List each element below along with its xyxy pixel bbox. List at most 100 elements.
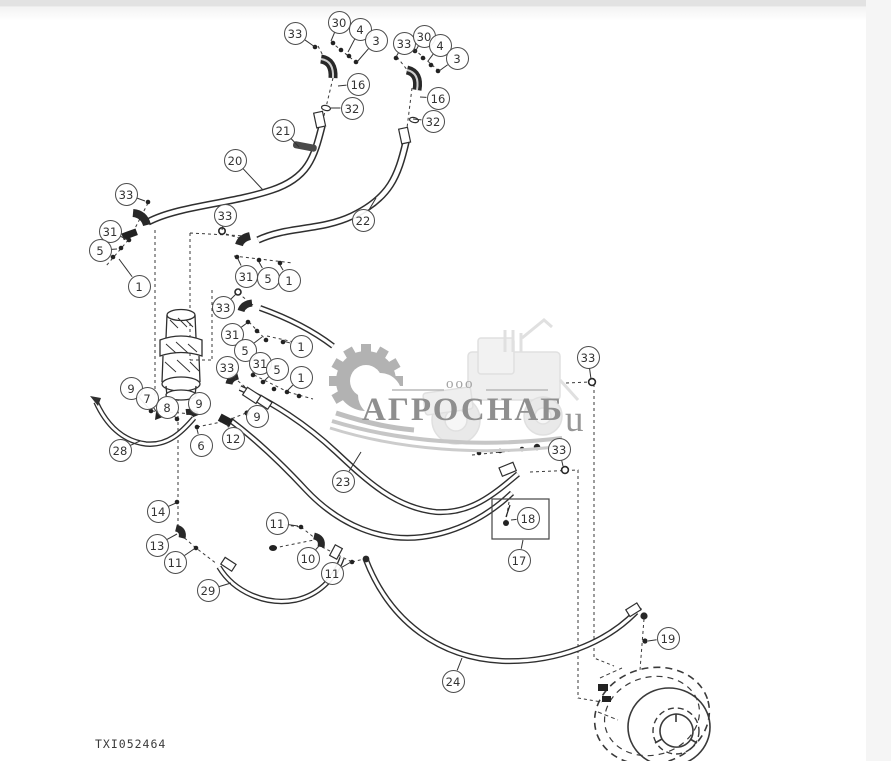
callout-balloon-11[interactable]: 11 — [265, 511, 289, 535]
leader-line-1 — [279, 264, 284, 271]
callout-balloon-31[interactable]: 31 — [98, 219, 122, 243]
leader-line-23 — [348, 451, 362, 472]
leader-line-28 — [130, 440, 141, 446]
hose-short-mid — [258, 305, 335, 349]
hose-24 — [363, 558, 639, 665]
callout-balloon-13[interactable]: 13 — [145, 533, 169, 557]
callout-balloon-10[interactable]: 10 — [296, 546, 320, 570]
leader-line-5 — [258, 261, 263, 269]
leader-line-16 — [337, 84, 347, 87]
callout-balloon-31[interactable]: 31 — [220, 322, 244, 346]
callout-balloon-33[interactable]: 33 — [213, 203, 237, 227]
callout-balloon-18[interactable]: 18 — [516, 506, 540, 530]
leader-line-11 — [341, 561, 352, 568]
leader-line-3 — [438, 64, 448, 72]
callout-balloon-33[interactable]: 33 — [211, 295, 235, 319]
callout-balloon-32[interactable]: 32 — [340, 96, 364, 120]
leader-line-33 — [230, 293, 237, 300]
callout-balloon-16[interactable]: 16 — [426, 86, 450, 110]
callout-balloon-11[interactable]: 11 — [320, 561, 344, 585]
callout-balloon-5[interactable]: 5 — [88, 238, 112, 262]
callout-balloon-24[interactable]: 24 — [441, 669, 465, 693]
callout-balloon-14[interactable]: 14 — [146, 499, 170, 523]
leader-line-5 — [253, 336, 263, 344]
callout-balloon-8[interactable]: 8 — [155, 395, 179, 419]
leader-line-4 — [347, 38, 356, 53]
leader-line-33 — [561, 460, 564, 467]
callout-balloon-7[interactable]: 7 — [135, 386, 159, 410]
top-fade — [0, 7, 891, 21]
callout-balloon-29[interactable]: 29 — [196, 578, 220, 602]
leader-line-1 — [282, 340, 291, 344]
leader-line-4 — [427, 53, 434, 62]
hose-20 — [146, 125, 326, 226]
callout-balloon-32[interactable]: 32 — [421, 109, 445, 133]
watermark-ooo-text: ооо — [446, 376, 475, 392]
hose-28 — [90, 396, 197, 447]
callout-balloon-23[interactable]: 23 — [331, 469, 355, 493]
callout-balloon-30[interactable]: 30 — [327, 10, 351, 34]
hose-22 — [256, 141, 410, 244]
callout-balloon-11[interactable]: 11 — [163, 550, 187, 574]
leader-line-22 — [368, 197, 377, 211]
callout-balloon-6[interactable]: 6 — [189, 433, 213, 457]
drawing-number: TXI052464 — [95, 737, 167, 751]
callout-balloon-22[interactable]: 22 — [351, 208, 375, 232]
leader-line-30 — [330, 32, 335, 42]
callout-balloon-5[interactable]: 5 — [256, 266, 280, 290]
leader-line-21 — [290, 138, 300, 148]
leader-line-11 — [288, 524, 299, 527]
leader-line-14 — [168, 502, 177, 507]
hose-return-line — [228, 417, 515, 541]
callout-balloon-4[interactable]: 4 — [428, 33, 452, 57]
callout-balloon-33[interactable]: 33 — [283, 21, 307, 45]
watermark-gear-icon — [329, 344, 565, 453]
leader-line-5 — [263, 376, 269, 382]
callout-balloon-9[interactable]: 9 — [245, 404, 269, 428]
leader-line-32 — [412, 118, 422, 121]
leader-line-33 — [136, 197, 146, 202]
leader-line-33 — [221, 226, 224, 231]
callout-balloon-1[interactable]: 1 — [289, 365, 313, 389]
leader-line-31 — [237, 258, 242, 266]
callout-balloon-9[interactable]: 9 — [187, 391, 211, 415]
callout-box-18 — [491, 498, 550, 540]
callout-balloon-16[interactable]: 16 — [346, 72, 370, 96]
callout-balloon-28[interactable]: 28 — [108, 438, 132, 462]
callout-balloon-1[interactable]: 1 — [277, 268, 301, 292]
callout-balloon-12[interactable]: 12 — [221, 426, 245, 450]
leader-line-10 — [315, 545, 320, 550]
callout-balloon-1[interactable]: 1 — [127, 274, 151, 298]
leader-line-1 — [287, 384, 294, 391]
callout-balloon-17[interactable]: 17 — [507, 548, 531, 572]
callout-balloon-3[interactable]: 3 — [364, 28, 388, 52]
callout-balloon-33[interactable]: 33 — [576, 345, 600, 369]
callout-balloon-5[interactable]: 5 — [265, 357, 289, 381]
watermark-harvester-art — [422, 318, 580, 445]
hose-23 — [238, 385, 520, 516]
leader-line-3 — [356, 48, 369, 63]
leader-line-31 — [120, 235, 129, 241]
top-border-strip — [0, 0, 891, 7]
callout-balloon-19[interactable]: 19 — [656, 626, 680, 650]
callout-balloon-21[interactable]: 21 — [271, 118, 295, 142]
leader-line-30 — [414, 45, 419, 53]
callout-balloon-1[interactable]: 1 — [289, 334, 313, 358]
callout-balloon-3[interactable]: 3 — [445, 46, 469, 70]
leader-line-24 — [456, 657, 463, 671]
callout-balloon-20[interactable]: 20 — [223, 148, 247, 172]
callout-balloon-33[interactable]: 33 — [547, 437, 571, 461]
watermark-company-text: АГРОСНАБ — [362, 392, 565, 428]
right-margin-band — [866, 0, 891, 761]
leader-line-17 — [520, 539, 524, 549]
callout-balloon-31[interactable]: 31 — [234, 264, 258, 288]
rotary-manifold-assembly — [159, 308, 203, 401]
callout-balloon-33[interactable]: 33 — [114, 182, 138, 206]
leader-line-13 — [166, 533, 178, 540]
callout-balloon-33[interactable]: 33 — [392, 31, 416, 55]
leader-line-33 — [304, 39, 316, 48]
watermark-ru-text: u — [565, 399, 584, 440]
callout-balloon-33[interactable]: 33 — [215, 355, 239, 379]
